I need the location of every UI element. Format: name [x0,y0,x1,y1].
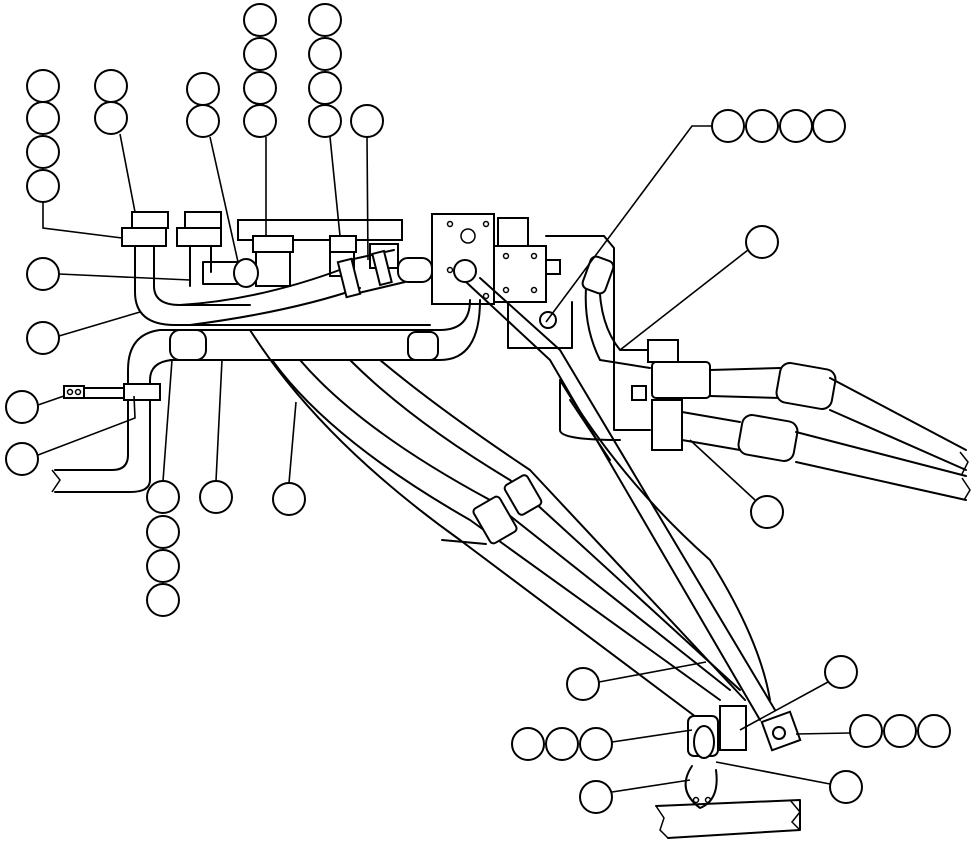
callout-circle [272,482,306,516]
callout-circle [26,101,60,135]
callout-circle [146,480,180,514]
callout-circle [199,480,233,514]
callout-circle [146,583,180,617]
callout-circle [511,727,545,761]
callout-circle [243,37,277,71]
callout-circle [94,101,128,135]
callout-circle [711,109,745,143]
callout-circle [917,714,951,748]
callout-circle [350,104,384,138]
callout-circle [545,727,579,761]
callout-circle [308,37,342,71]
callout-circle [186,104,220,138]
callout-circle [745,109,779,143]
callout-circle [94,69,128,103]
callout-circle [26,169,60,203]
callout-circle [308,3,342,37]
callout-circle [243,3,277,37]
callouts [5,3,951,814]
callout-circle [26,257,60,291]
callout-circle [566,667,600,701]
hydraulic-assembly-drawing [51,211,971,839]
callout-circle [243,71,277,105]
callout-circle [750,495,784,529]
callout-circle [745,225,779,259]
right-hoses [559,255,971,501]
callout-circle [849,714,883,748]
callout-circle [5,442,39,476]
bottom-fittings [655,705,802,839]
callout-circle [5,390,39,424]
long-hoses [51,299,746,721]
callout-circle [812,109,846,143]
callout-circle [26,321,60,355]
callout-circle [824,655,858,689]
callout-circle [308,71,342,105]
callout-circle [146,549,180,583]
callout-circle [243,104,277,138]
left-bracket [63,383,161,401]
callout-circle [26,135,60,169]
callout-circle [579,780,613,814]
callout-circle [779,109,813,143]
manifold-valve [397,213,615,349]
callout-circle [146,515,180,549]
callout-circle [308,104,342,138]
callout-circle [186,72,220,106]
callout-circle [883,714,917,748]
callout-circle [26,69,60,103]
callout-circle [579,727,613,761]
diagonal-tube [465,277,776,721]
callout-circle [829,770,863,804]
